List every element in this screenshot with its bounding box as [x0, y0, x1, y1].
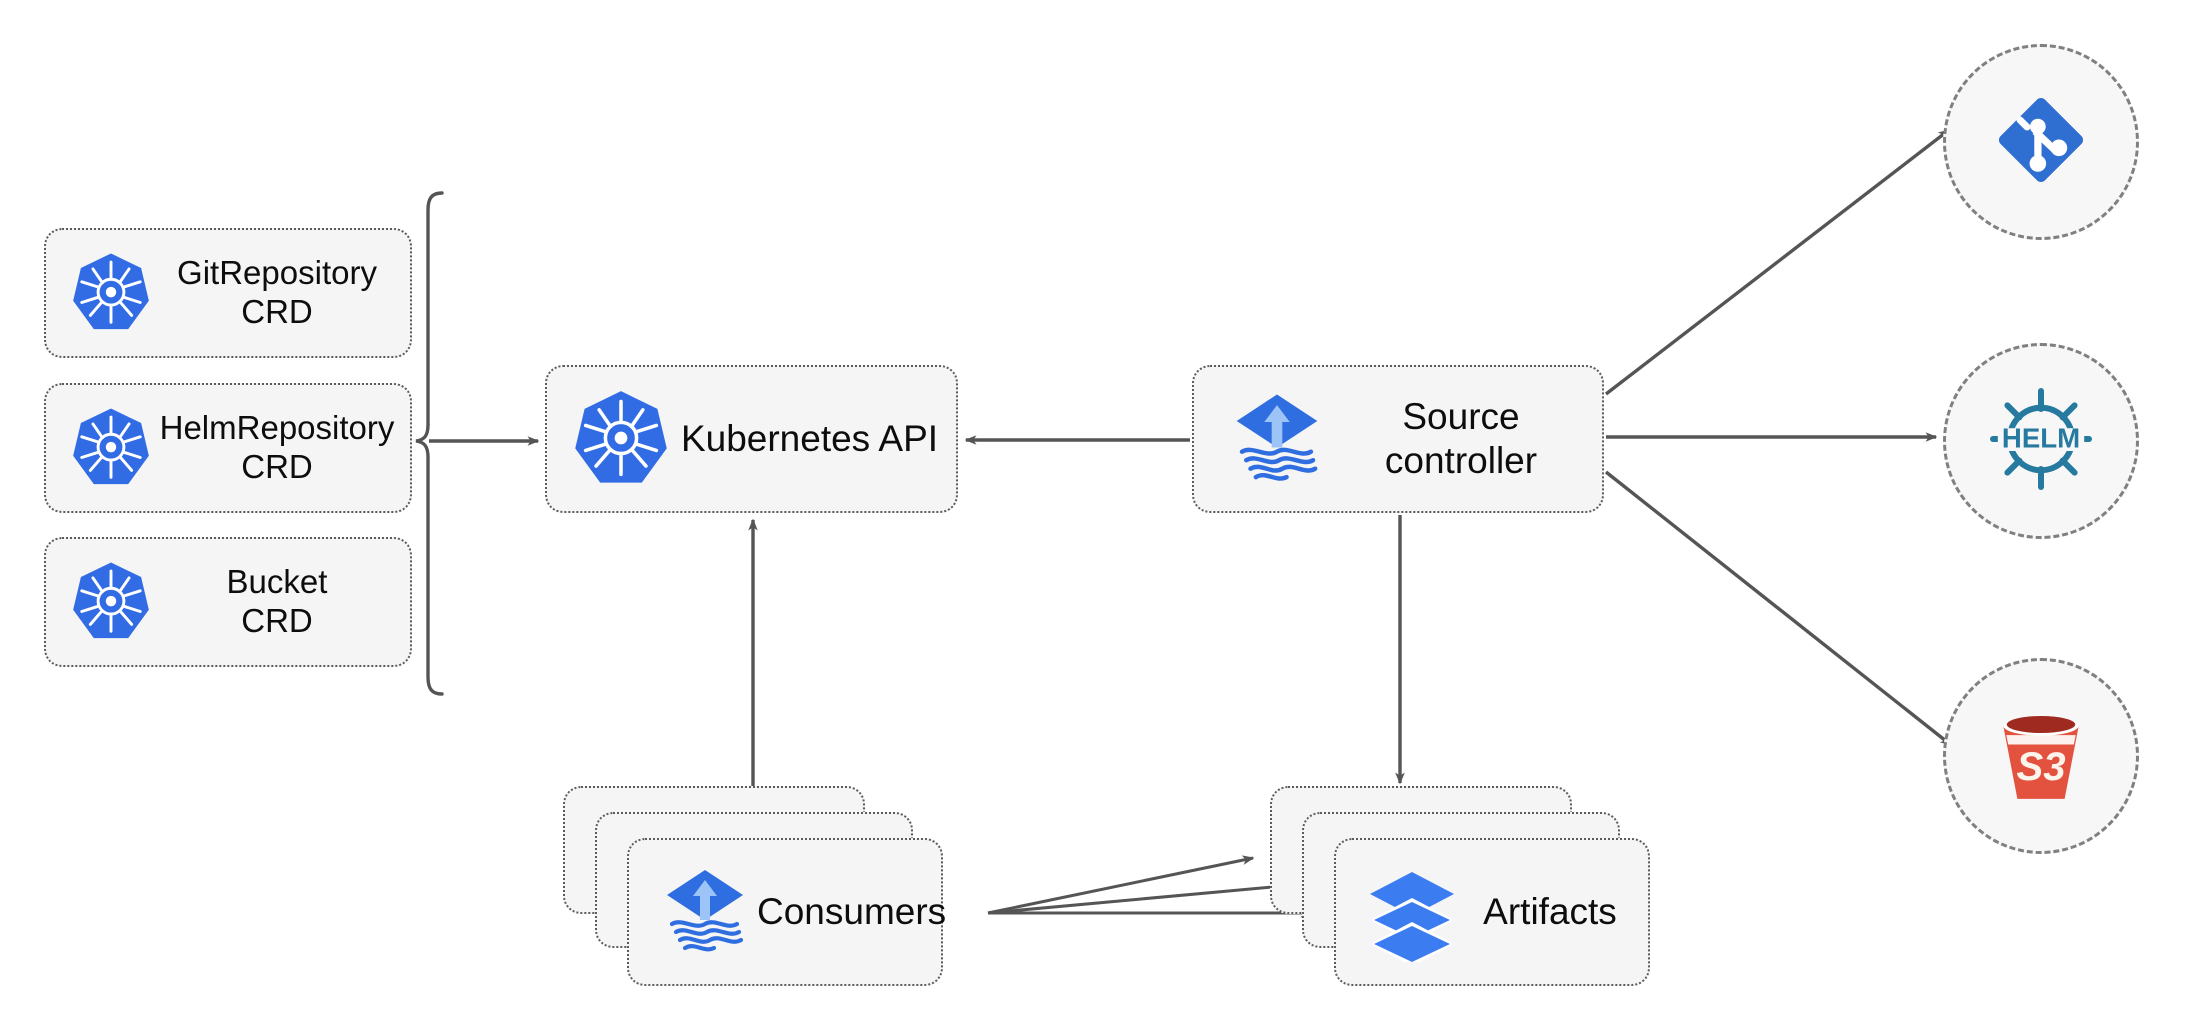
crd-box-gitrepository[interactable]: GitRepository CRD: [44, 228, 412, 358]
node-label: Consumers: [757, 891, 947, 932]
wire-consumers-to-artifacts-2: [987, 882, 1285, 915]
node-consumers-stack[interactable]: Consumers: [563, 786, 946, 986]
helm-icon: HELM: [1981, 379, 2101, 504]
artifacts-card[interactable]: Artifacts: [1334, 838, 1650, 986]
helm-wordmark: HELM: [2002, 422, 2080, 453]
kubernetes-icon: [68, 559, 154, 645]
wire-source-to-git: [1604, 128, 1951, 396]
crd-group-brace: [415, 191, 444, 696]
crd-label: Bucket CRD: [226, 563, 328, 639]
endpoint-s3[interactable]: S3: [1943, 658, 2139, 854]
s3-icon: S3: [1982, 695, 2100, 818]
wire-source-to-s3: [1604, 470, 1953, 747]
layers-icon: [1360, 860, 1464, 964]
consumers-card[interactable]: Consumers: [627, 838, 946, 986]
kubernetes-icon: [569, 387, 673, 491]
endpoint-helm[interactable]: HELM: [1943, 343, 2139, 539]
s3-wordmark: S3: [2016, 743, 2065, 788]
node-label: Source controller: [1384, 396, 1538, 481]
git-icon: [1985, 84, 2097, 201]
node-label: Artifacts: [1483, 891, 1617, 932]
wire-consumers-to-artifacts-1: [987, 855, 1255, 915]
kubernetes-icon: [68, 405, 154, 491]
node-artifacts-stack[interactable]: Artifacts: [1270, 786, 1650, 986]
flux-icon: [1224, 386, 1330, 492]
node-label: Kubernetes API: [680, 418, 939, 460]
flux-icon: [653, 860, 757, 964]
node-kubernetes-api[interactable]: Kubernetes API: [545, 365, 958, 513]
crd-box-bucket[interactable]: Bucket CRD: [44, 537, 412, 667]
endpoint-git[interactable]: [1943, 44, 2139, 240]
crd-box-helmrepository[interactable]: HelmRepository CRD: [44, 383, 412, 513]
crd-label: GitRepository CRD: [177, 254, 377, 330]
node-source-controller[interactable]: Source controller: [1192, 365, 1604, 513]
kubernetes-icon: [68, 250, 154, 336]
crd-label: HelmRepository CRD: [159, 409, 395, 485]
